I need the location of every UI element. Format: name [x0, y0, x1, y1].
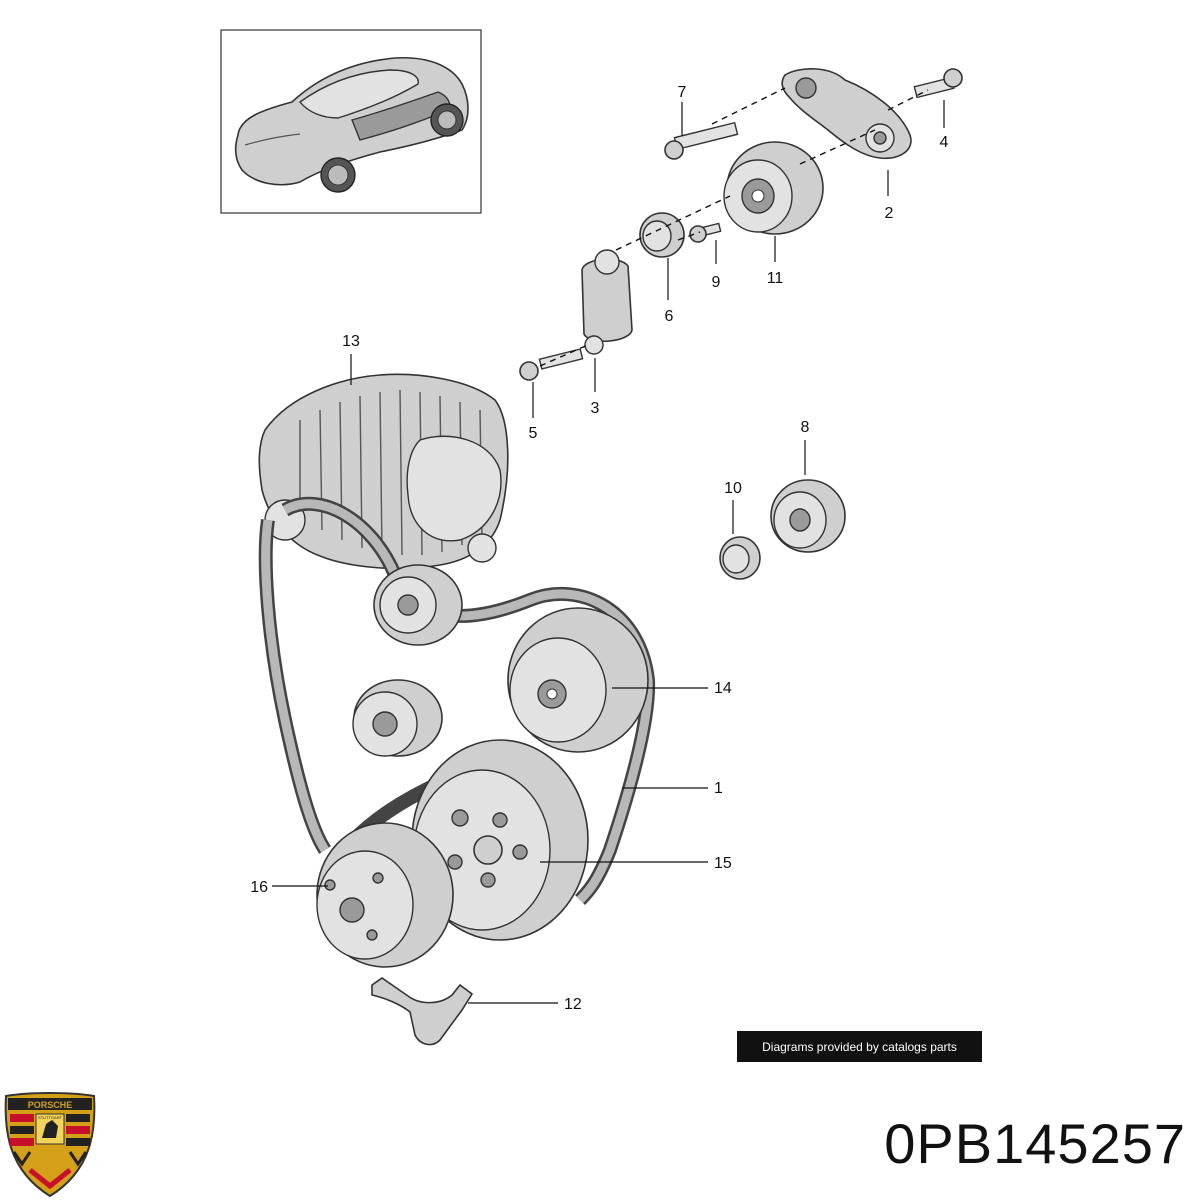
idler-pulley-small — [770, 479, 846, 553]
callout-15: 15 — [714, 855, 732, 872]
tensioner-damper — [581, 249, 633, 355]
callout-11: 11 — [767, 270, 784, 287]
vibration-damper — [411, 739, 589, 941]
tensioner-bracket — [781, 67, 912, 160]
water-pump-pulley — [316, 822, 454, 968]
vehicle-thumbnail — [220, 29, 482, 214]
callout-4: 4 — [940, 134, 949, 151]
callout-2: 2 — [885, 205, 894, 222]
mounting-bracket — [371, 977, 474, 1046]
catalog-credit-text: Diagrams provided by catalogs parts — [762, 1039, 957, 1054]
idler-pulley-large — [723, 141, 824, 235]
callout-14: 14 — [714, 680, 732, 697]
dust-cap-small — [719, 536, 761, 580]
svg-text:STUTTGART: STUTTGART — [38, 1115, 62, 1120]
callout-3: 3 — [591, 400, 600, 417]
catalog-credit-badge: Diagrams provided by catalogs parts — [737, 1031, 982, 1062]
callout-13: 13 — [342, 333, 360, 350]
part-number: 0PB145257 — [884, 1112, 1186, 1175]
callout-1: 1 — [714, 780, 723, 797]
bolt-short — [913, 68, 963, 99]
callout-5: 5 — [529, 425, 538, 442]
callout-9: 9 — [712, 274, 721, 291]
bolt-damper — [519, 348, 584, 381]
callout-10: 10 — [724, 480, 742, 497]
dust-cap — [639, 212, 685, 258]
callout-16: 16 — [250, 879, 268, 896]
svg-text:PORSCHE: PORSCHE — [28, 1100, 73, 1110]
porsche-crest-logo: PORSCHE STUTTGART — [4, 1092, 96, 1198]
callout-6: 6 — [665, 308, 674, 325]
alternator — [258, 373, 509, 570]
pulley-upper — [507, 607, 649, 753]
alternator-pulley — [373, 564, 463, 646]
callout-12: 12 — [564, 996, 582, 1013]
callout-7: 7 — [678, 84, 687, 101]
callout-8: 8 — [801, 419, 810, 436]
bolt-long — [664, 121, 739, 160]
bolt-small — [689, 222, 722, 243]
idler-pulley-ribbed — [352, 679, 443, 757]
